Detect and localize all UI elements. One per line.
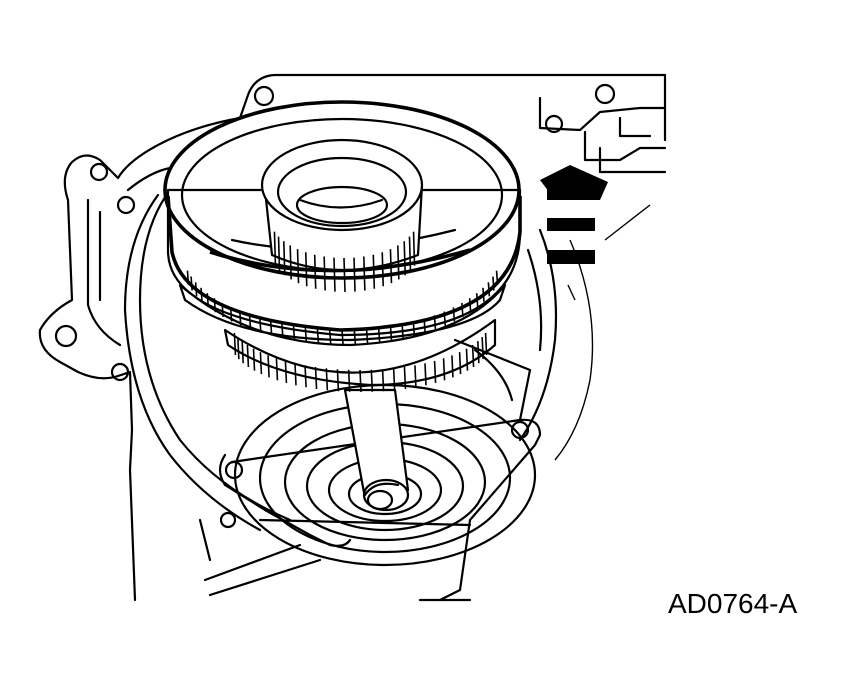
spline-tooth (246, 344, 250, 368)
output-shaft (343, 388, 410, 512)
spline-tooth (281, 324, 284, 339)
spline-tooth (248, 315, 252, 330)
spline-tooth (316, 328, 320, 344)
guide-line (567, 284, 576, 301)
spline-tooth (442, 358, 446, 381)
lower-gear-band (223, 318, 532, 422)
spline-tooth (353, 329, 357, 344)
figure-id-label: AD0764-A (668, 588, 798, 619)
spline-tooth (277, 236, 281, 271)
spline-tooth (336, 369, 340, 392)
spline-tooth (484, 332, 488, 355)
spline-tooth (325, 368, 329, 391)
spline-tooth (372, 254, 376, 289)
spline-tooth (353, 257, 356, 292)
up-arrow-icon (540, 165, 608, 264)
spline-tooth (313, 254, 317, 289)
spline-tooth (392, 368, 396, 391)
lower-support (198, 418, 542, 602)
transaxle-case (38, 73, 667, 602)
spline-tooth (381, 369, 385, 392)
spline-tooth (408, 236, 412, 271)
spline-tooth (282, 241, 286, 276)
spline-tooth (451, 355, 454, 378)
spline-tooth (424, 363, 427, 386)
spline-tooth (412, 231, 416, 266)
spline-tooth (471, 344, 475, 368)
spline-tooth (237, 337, 240, 360)
guide-line (604, 204, 651, 241)
spline-tooth (241, 341, 244, 364)
central-gear-hub (260, 138, 424, 293)
spline-tooth (233, 332, 237, 355)
spline-tooth (381, 252, 385, 287)
spline-tooth (341, 329, 344, 345)
spline-tooth (267, 355, 270, 378)
spline-tooth (403, 241, 407, 276)
spline-tooth (465, 348, 469, 371)
spline-tooth (370, 369, 374, 392)
spline-tooth (304, 252, 308, 287)
spline-tooth (397, 245, 400, 280)
spline-tooth (365, 328, 369, 344)
spline-tooth (273, 231, 277, 266)
spline-tooth (292, 326, 296, 341)
spline-tooth (269, 321, 273, 336)
spline-tooth (347, 369, 351, 392)
spline-tooth (359, 369, 362, 393)
spline-tooth (304, 365, 307, 388)
spline-tooth (377, 327, 381, 342)
spline-tooth (458, 352, 462, 375)
spline-tooth (284, 360, 288, 383)
spline-tooth (323, 256, 326, 291)
spline-tooth (259, 352, 263, 375)
spline-tooth (275, 358, 279, 381)
spline-tooth (333, 257, 336, 292)
spline-tooth (343, 257, 346, 293)
spline-tooth (414, 365, 417, 388)
spline-tooth (389, 326, 393, 341)
spline-tooth (289, 245, 292, 280)
spline-tooth (294, 363, 297, 386)
spline-tooth (314, 366, 318, 390)
spline-tooth (304, 327, 308, 342)
spline-tooth (328, 329, 332, 344)
spline-tooth (461, 302, 464, 318)
spline-tooth (433, 360, 437, 383)
spline-tooth (389, 249, 393, 284)
spline-tooth (296, 249, 300, 284)
spline-tooth (259, 318, 262, 333)
spline-tooth (363, 256, 366, 291)
spline-tooth (403, 366, 407, 390)
spline-tooth (252, 348, 256, 371)
